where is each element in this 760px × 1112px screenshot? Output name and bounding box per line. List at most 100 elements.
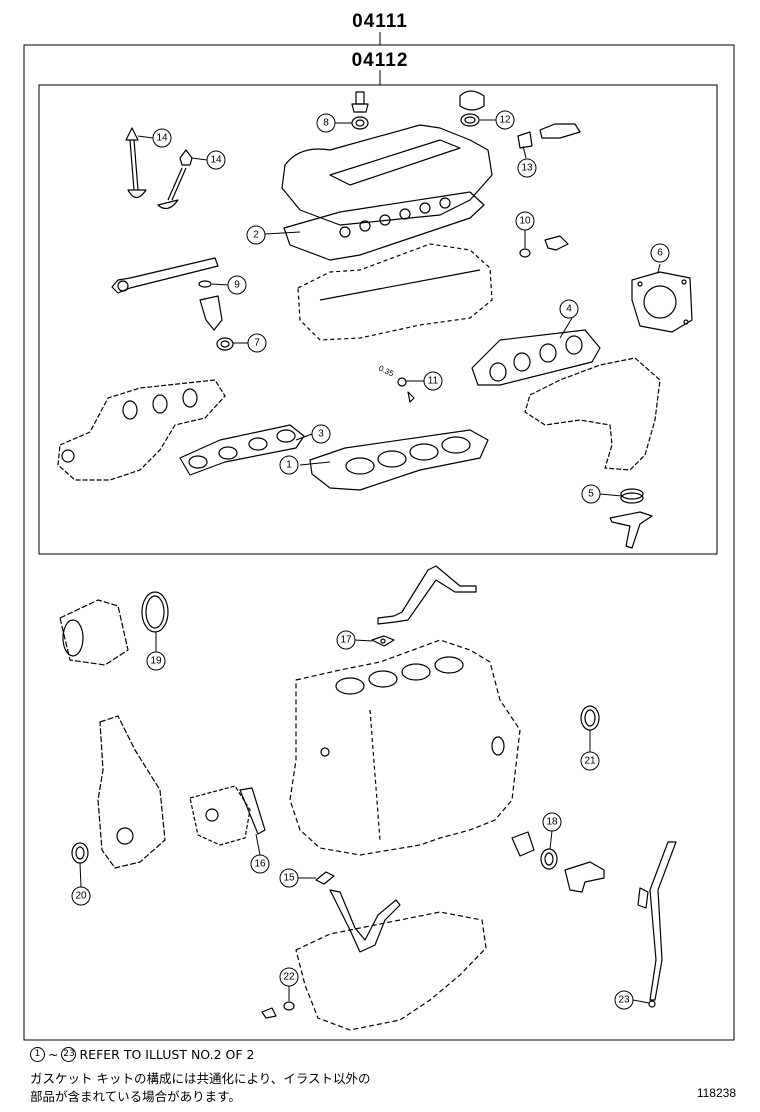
oil-pan xyxy=(295,911,487,1031)
throttle-gasket-6 xyxy=(631,271,693,333)
exhaust-manifold xyxy=(524,357,661,471)
callout-14b xyxy=(206,150,226,170)
callout-7 xyxy=(247,333,267,353)
inner-kit-code: 04112 xyxy=(352,50,409,71)
o-ring-9 xyxy=(198,280,212,288)
refer-note: 1 ~ 23 REFER TO ILLUST NO.2 OF 2 xyxy=(30,1046,254,1063)
ring-5 xyxy=(620,488,644,504)
callout-6 xyxy=(650,243,670,263)
oil-strainer xyxy=(329,889,401,953)
callout-label: 1 xyxy=(286,460,292,471)
callout-23 xyxy=(614,990,634,1010)
callout-label: 2 xyxy=(253,230,259,241)
callout-9 xyxy=(227,275,247,295)
callout-label: 19 xyxy=(150,656,162,667)
outer-kit-frame xyxy=(23,44,735,1041)
injector xyxy=(199,295,223,331)
callout-22 xyxy=(279,967,299,987)
drain-gasket-22 xyxy=(261,1001,295,1019)
callout-20 xyxy=(71,886,91,906)
refer-text: REFER TO ILLUST NO.2 OF 2 xyxy=(79,1047,255,1062)
range-tilde: ~ xyxy=(48,1047,59,1062)
callout-label: 17 xyxy=(340,635,352,646)
callout-13 xyxy=(517,158,537,178)
oil-seal-21 xyxy=(580,705,600,731)
callout-label: 9 xyxy=(234,280,240,291)
callout-label: 12 xyxy=(499,115,511,126)
sensor-13 xyxy=(517,123,581,149)
gasket-15 xyxy=(315,871,335,885)
callout-label: 8 xyxy=(323,118,329,129)
illustration-id: 118238 xyxy=(696,1086,736,1100)
callout-label: 7 xyxy=(254,338,260,349)
exhaust-gasket-4 xyxy=(471,329,601,386)
valve-left xyxy=(125,127,147,199)
dipstick-23 xyxy=(637,841,677,1008)
head-cover-gasket-2 xyxy=(283,191,485,261)
callout-12 xyxy=(495,110,515,130)
callout-label: 5 xyxy=(588,489,594,500)
callout-3 xyxy=(311,424,331,444)
seal-10 xyxy=(519,248,531,258)
callout-label: 20 xyxy=(75,891,87,902)
outer-kit-code: 04111 xyxy=(352,11,408,32)
callout-1 xyxy=(279,455,299,475)
seal-18 xyxy=(511,831,558,870)
small-bracket xyxy=(544,235,569,251)
head-gasket-1 xyxy=(309,429,489,491)
camshaft xyxy=(111,257,219,294)
callout-8 xyxy=(316,113,336,133)
oil-cap-12 xyxy=(459,90,485,127)
callout-5 xyxy=(581,484,601,504)
seal-7 xyxy=(216,337,234,351)
gasket-17 xyxy=(371,635,395,647)
jp-note-line1: ガスケット キットの構成には共通化により、イラスト以外の xyxy=(30,1071,371,1086)
cylinder-head xyxy=(297,243,493,341)
callout-17 xyxy=(336,630,356,650)
jp-note-line2: 部品が含まれている場合があります。 xyxy=(30,1089,241,1104)
oil-filter xyxy=(59,599,129,666)
callout-label: 22 xyxy=(283,972,295,983)
filter-gasket-19 xyxy=(141,591,169,633)
callout-label: 23 xyxy=(618,995,630,1006)
callout-4 xyxy=(559,299,579,319)
head-cover xyxy=(281,124,493,226)
water-pump xyxy=(189,785,266,846)
callout-11 xyxy=(423,371,443,391)
callout-14a xyxy=(152,128,172,148)
callout-label: 15 xyxy=(283,873,295,884)
callout-15 xyxy=(279,868,299,888)
front-seal-20 xyxy=(71,842,89,864)
inner-kit-frame xyxy=(38,84,718,555)
plug-seal-8 xyxy=(351,91,369,130)
callout-label: 14 xyxy=(156,133,168,144)
callout-label: 11 xyxy=(428,376,439,387)
part-marking: 0.35 xyxy=(377,364,395,379)
callout-label: 6 xyxy=(657,248,663,259)
callout-label: 18 xyxy=(546,817,558,828)
callout-label: 21 xyxy=(584,756,596,767)
callout-label: 4 xyxy=(566,304,572,315)
gauge-guide xyxy=(377,565,477,625)
callout-21 xyxy=(580,751,600,771)
exhaust-flange xyxy=(609,511,653,549)
callout-2 xyxy=(246,225,266,245)
intake-gasket-3 xyxy=(179,424,305,476)
callout-label: 10 xyxy=(519,216,531,227)
intake-manifold xyxy=(57,379,226,481)
plug-11 xyxy=(397,377,415,403)
callout-18 xyxy=(542,812,562,832)
callout-label: 16 xyxy=(254,859,266,870)
callout-label: 3 xyxy=(318,429,324,440)
cylinder-block xyxy=(289,639,521,856)
callout-10 xyxy=(515,211,535,231)
water-outlet xyxy=(564,861,605,893)
callout-label: 14 xyxy=(210,155,222,166)
timing-cover xyxy=(97,715,166,869)
valve-right xyxy=(157,149,193,210)
callout-label: 13 xyxy=(521,163,533,174)
range-end-circle: 23 xyxy=(61,1047,77,1062)
callout-19 xyxy=(146,651,166,671)
callout-16 xyxy=(250,854,270,874)
